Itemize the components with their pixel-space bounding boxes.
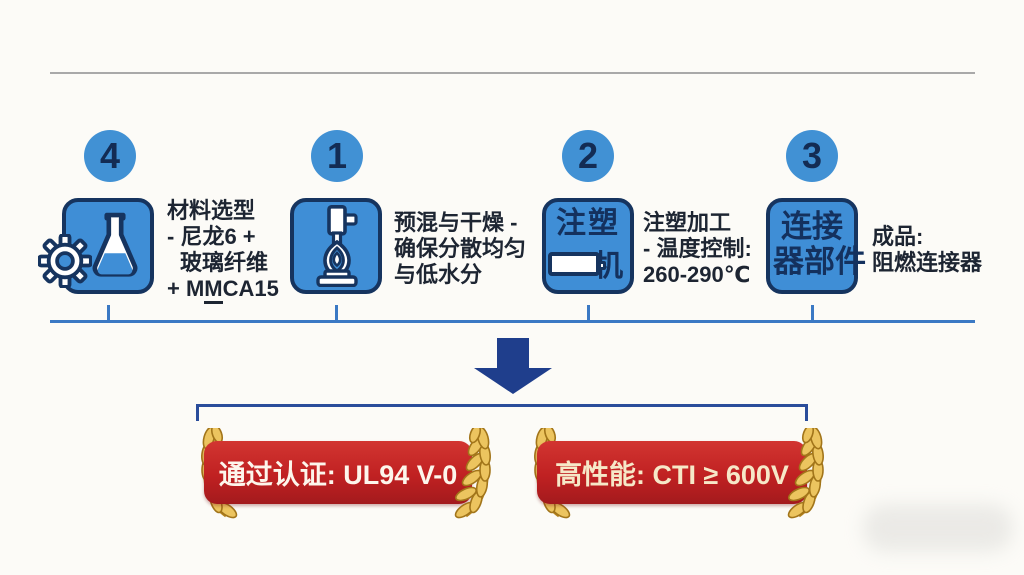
down-arrow-icon [497,338,529,369]
step-text-line: 260-290℃ [643,262,751,287]
performance-badge-text: 高性能: CTI ≥ 600V [555,460,789,490]
step-number: 4 [99,135,121,176]
step-text-line: 玻璃纤维 [180,250,269,275]
step-text-line: 预混与干燥 - [394,210,518,235]
injection-machine-icon [548,252,606,276]
nozzle-icon [598,261,606,270]
step3-description: 成品: 阻燃连接器 [872,224,982,276]
connector-parts-box: 连接 器部件 [766,198,866,294]
step-circle-1: 1 [311,130,363,182]
top-divider-line [50,72,975,74]
injection-molding-box: 注塑 机 [542,198,634,294]
step-circle-3: 3 [786,130,838,182]
mixer-dryer-icon [316,205,358,287]
timeline-tick [811,305,814,321]
timeline-tick [107,305,110,321]
result-bracket [196,404,808,421]
step1-description: 预混与干燥 - 确保分散均匀 与低水分 [394,210,526,288]
flask-icon [92,212,138,277]
timeline-line [50,320,975,323]
performance-badge: 高性能: CTI ≥ 600V [537,441,807,504]
certification-badge-text: 通过认证: UL94 V-0 [218,460,458,490]
step-number: 2 [577,135,599,176]
step-text-line: 成品: [872,224,924,249]
step-text-line: 阻燃连接器 [872,250,983,275]
step-number: 3 [801,135,823,176]
laurel-right-icon [454,428,491,519]
step-text-line: 注塑加工 [643,210,732,235]
step2-description: 注塑加工 - 温度控制: 260-290℃ [643,210,752,288]
step-number: 1 [326,135,348,176]
down-arrow-head [474,368,552,394]
material-selection-box [38,198,154,294]
gear-icon [38,234,92,288]
underlined-letter: M [204,276,223,304]
connector-box-label-top: 连接 [781,209,843,244]
injection-box-label-top: 注塑 [556,207,620,240]
timeline-tick [587,305,590,321]
certification-badge: 通过认证: UL94 V-0 [204,441,472,504]
timeline-tick [335,305,338,321]
blurred-watermark [863,504,1013,552]
step-circle-2: 2 [562,130,614,182]
step-text-line: 确保分散均匀 [394,236,527,261]
step-circle-4: 4 [84,130,136,182]
step-text-line: - 尼龙6 + [167,224,256,249]
laurel-right-icon [787,428,824,519]
step-text-line: 与低水分 [394,262,483,287]
step4-description: 材料选型 - 尼龙6 + 玻璃纤维 + MMCA15 [167,198,279,304]
step-text-line: 材料选型 [167,198,256,223]
premix-dry-box [290,198,382,294]
step-text-line: - 温度控制: [643,236,752,261]
connector-box-label-bottom: 器部件 [773,244,866,279]
step-text-formula: + MMCA15 [167,276,279,304]
